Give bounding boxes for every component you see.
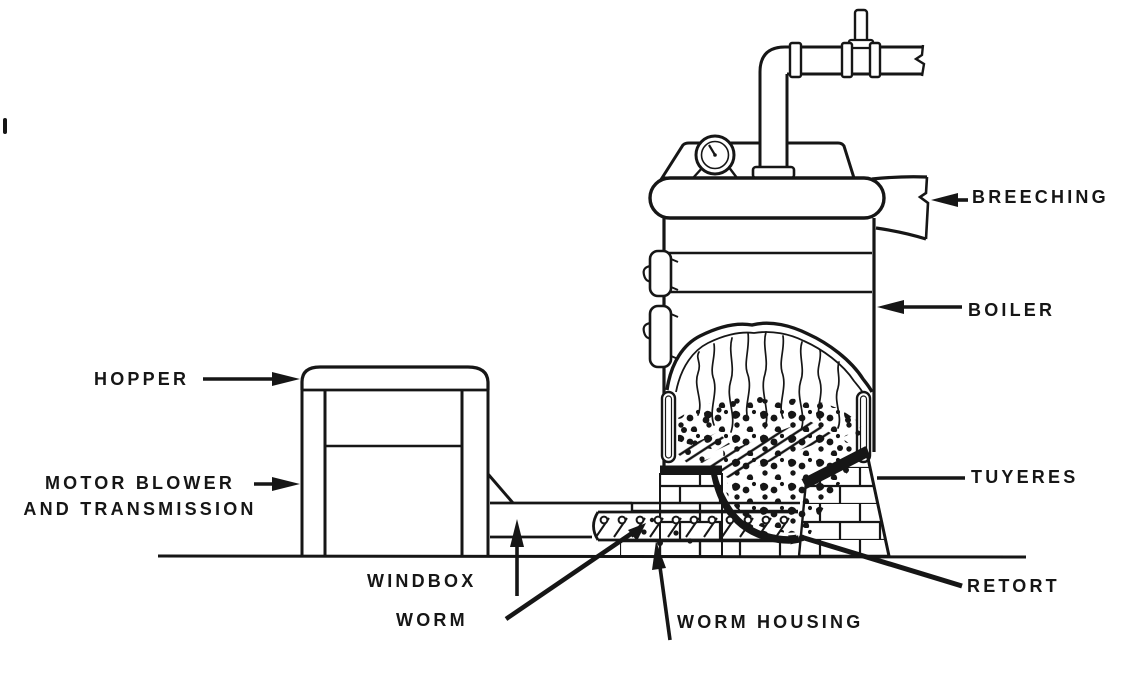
worm-screw — [595, 515, 790, 538]
label-retort: RETORT — [967, 576, 1060, 596]
pipe-flange — [788, 41, 803, 79]
boiler-arrow — [877, 300, 962, 314]
valve-flange-right — [868, 41, 882, 79]
label-tuyeres: TUYERES — [971, 467, 1079, 487]
label-boiler: BOILER — [968, 300, 1056, 320]
label-worm-housing: WORM HOUSING — [677, 612, 864, 632]
brick-course-under-worm — [620, 541, 800, 556]
hopper-arrow — [203, 372, 300, 386]
retort-leader-line — [800, 534, 963, 589]
label-worm: WORM — [396, 610, 468, 630]
steam-pipe-riser — [751, 45, 796, 180]
worm-housing-arrow — [652, 541, 672, 641]
label-motor-blower-line1: MOTOR BLOWER — [44, 473, 236, 493]
label-breeching: BREECHING — [972, 187, 1109, 207]
hopper-left-rail — [300, 390, 327, 557]
label-motor-blower: MOTOR BLOWER AND TRANSMISSION — [4, 470, 276, 522]
steam-drum — [648, 176, 886, 220]
ink-speck — [3, 118, 7, 134]
brickwork — [620, 446, 891, 558]
worm-leader-line — [504, 525, 643, 621]
label-windbox: WINDBOX — [367, 571, 477, 591]
breeching-break-line — [917, 176, 930, 240]
duct-brace — [486, 473, 515, 504]
label-motor-blower-line2: AND TRANSMISSION — [23, 499, 257, 519]
hopper-unit — [300, 365, 490, 557]
furnace-flame-arch — [665, 321, 874, 394]
tuyeres-band-right — [801, 446, 871, 489]
breeching-duct — [871, 175, 930, 241]
worm-housing-tube — [592, 510, 798, 542]
steam-valve — [840, 8, 882, 79]
steam-pipe-horizontal — [785, 8, 926, 79]
hopper-right-rail — [460, 390, 490, 557]
pipe-break-line — [913, 44, 926, 77]
worm-housing-assembly — [592, 501, 800, 542]
hopper-top-band — [300, 365, 490, 390]
label-hopper: HOPPER — [94, 369, 190, 389]
fuel-bed-hatching — [700, 420, 836, 478]
windbox-arrow — [510, 519, 524, 596]
gauge-needle — [708, 144, 716, 156]
windbox-duct — [486, 473, 632, 539]
callout-arrows — [203, 193, 968, 641]
water-leg-left — [660, 390, 677, 464]
fuel-bed-hatching-small — [676, 432, 730, 464]
ground-line — [157, 554, 1027, 559]
latch-upper — [648, 249, 673, 298]
pressure-gauge — [692, 134, 738, 179]
worm-leader-head — [628, 523, 646, 541]
motor-blower-arrow — [254, 477, 300, 491]
door-latches — [642, 249, 679, 369]
breeching-arrow — [931, 193, 968, 207]
furnace-side-water-legs — [660, 390, 872, 464]
valve-flange-left — [840, 41, 854, 79]
latch-lower — [648, 304, 673, 369]
